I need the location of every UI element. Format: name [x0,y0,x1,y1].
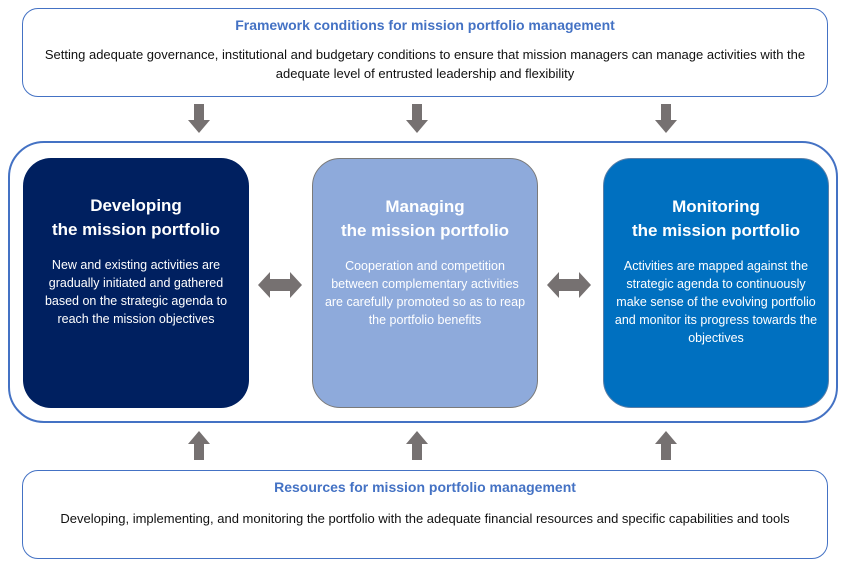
card-description: New and existing activities are graduall… [44,258,228,326]
framework-conditions-panel: Framework conditions for mission portfol… [22,8,828,97]
portfolio-process-container [8,141,838,423]
arrow-down-icon [188,104,210,133]
card-description: Activities are mapped against the strate… [614,259,818,345]
framework-description: Setting adequate governance, institution… [44,47,806,81]
arrow-up-icon [406,431,428,460]
resources-title: Resources for mission portfolio manageme… [274,479,576,495]
arrow-up-icon [188,431,210,460]
arrow-down-icon [655,104,677,133]
resources-panel: Resources for mission portfolio manageme… [22,470,828,559]
arrow-down-icon [406,104,428,133]
bidirectional-arrow-icon [547,272,591,298]
framework-title: Framework conditions for mission portfol… [235,17,615,33]
arrow-up-icon [655,431,677,460]
card-description: Cooperation and competition between comp… [324,259,526,327]
bidirectional-arrow-icon [258,272,302,298]
resources-description: Developing, implementing, and monitoring… [60,511,790,526]
